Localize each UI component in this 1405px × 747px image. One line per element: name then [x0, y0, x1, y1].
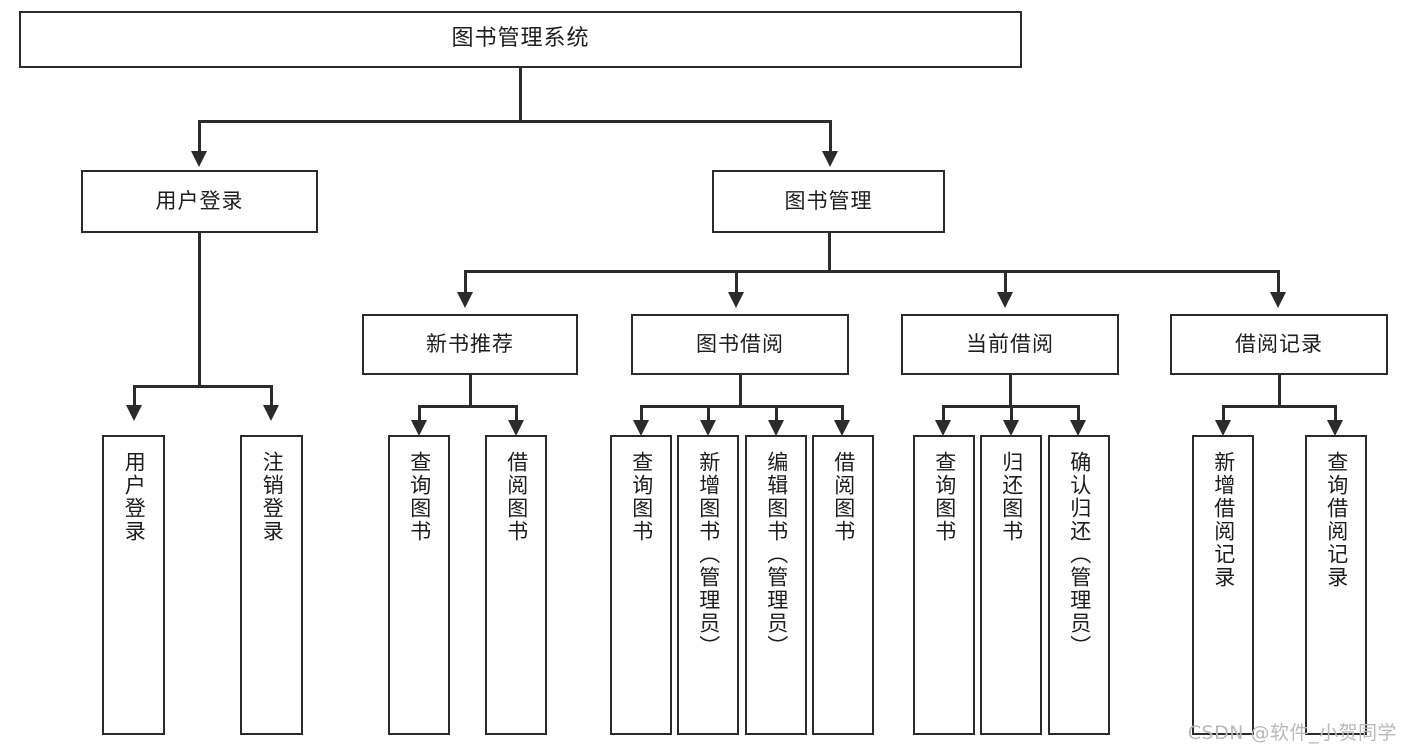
- node-book-manage-label: 图书管理: [784, 188, 873, 213]
- connector-drop-user-login: [198, 120, 201, 153]
- node-leaf-query-book-1[interactable]: 查询图书: [388, 435, 450, 735]
- node-leaf-borrow-book-2-label: 借阅图书: [831, 451, 856, 543]
- connector-current-borrow-bus: [942, 405, 1077, 408]
- node-leaf-query-book-2[interactable]: 查询图书: [610, 435, 672, 735]
- arrowhead-book-manage: [822, 151, 838, 167]
- node-leaf-confirm-return[interactable]: 确认归还（管理员）: [1048, 435, 1110, 735]
- watermark: CSDN @软件_小贺同学: [1187, 722, 1397, 744]
- connector-drop-leaf-user-login: [133, 385, 136, 407]
- arrowhead-query-record: [1327, 420, 1343, 436]
- node-leaf-query-record-label: 查询借阅记录: [1324, 451, 1349, 589]
- node-user-login[interactable]: 用户登录: [81, 170, 318, 233]
- node-leaf-add-record-label: 新增借阅记录: [1211, 451, 1236, 589]
- node-root-label: 图书管理系统: [451, 26, 590, 52]
- node-leaf-borrow-book-1[interactable]: 借阅图书: [485, 435, 547, 735]
- arrowhead-leaf-logout: [263, 405, 279, 421]
- connector-drop-leaf-logout: [270, 385, 273, 407]
- node-leaf-user-login[interactable]: 用户登录: [102, 435, 165, 735]
- connector-drop-return-book: [1010, 405, 1013, 425]
- connector-new-book-recommend-stem: [469, 375, 472, 405]
- connector-current-borrow-stem: [1009, 375, 1012, 405]
- connector-book-borrow-bus: [640, 405, 843, 408]
- arrowhead-query-book-1: [411, 420, 427, 436]
- arrowhead-add-record: [1215, 420, 1231, 436]
- node-book-borrow-label: 图书借阅: [696, 331, 784, 356]
- arrowhead-book-borrow: [728, 292, 744, 308]
- arrowhead-query-book-2: [633, 420, 649, 436]
- connector-drop-query-book-1: [418, 405, 421, 425]
- node-root[interactable]: 图书管理系统: [19, 11, 1022, 68]
- connector-new-book-recommend-bus: [418, 405, 517, 408]
- arrowhead-confirm-return: [1070, 420, 1086, 436]
- node-leaf-query-book-3[interactable]: 查询图书: [913, 435, 975, 735]
- node-current-borrow[interactable]: 当前借阅: [901, 314, 1119, 375]
- connector-borrow-record-bus: [1222, 405, 1336, 408]
- node-leaf-add-record[interactable]: 新增借阅记录: [1192, 435, 1254, 735]
- node-leaf-edit-book-label: 编辑图书（管理员）: [764, 451, 789, 658]
- arrowhead-leaf-user-login: [126, 405, 142, 421]
- connector-borrow-record-stem: [1278, 375, 1281, 405]
- connector-book-borrow-stem: [739, 375, 742, 405]
- connector-root-stem: [519, 68, 522, 120]
- node-leaf-confirm-return-label: 确认归还（管理员）: [1067, 451, 1092, 658]
- arrowhead-return-book: [1003, 420, 1019, 436]
- connector-drop-current-borrow: [1004, 270, 1007, 294]
- connector-drop-add-book: [707, 405, 710, 425]
- node-leaf-return-book-label: 归还图书: [999, 451, 1024, 543]
- connector-drop-query-book-3: [942, 405, 945, 425]
- node-book-borrow[interactable]: 图书借阅: [631, 314, 849, 375]
- arrowhead-current-borrow: [997, 292, 1013, 308]
- arrowhead-new-book-recommend: [457, 292, 473, 308]
- connector-drop-borrow-book-2: [841, 405, 844, 425]
- arrowhead-edit-book: [768, 420, 784, 436]
- arrowhead-borrow-book-2: [834, 420, 850, 436]
- node-leaf-logout[interactable]: 注销登录: [240, 435, 303, 735]
- node-leaf-logout-label: 注销登录: [260, 451, 285, 543]
- connector-drop-book-borrow: [735, 270, 738, 294]
- node-leaf-borrow-book-2[interactable]: 借阅图书: [812, 435, 874, 735]
- connector-drop-add-record: [1222, 405, 1225, 425]
- node-leaf-query-book-2-label: 查询图书: [629, 451, 654, 543]
- connector-user-login-bus: [133, 385, 272, 388]
- connector-drop-query-book-2: [640, 405, 643, 425]
- connector-drop-borrow-record: [1277, 270, 1280, 294]
- node-book-manage[interactable]: 图书管理: [712, 170, 945, 233]
- node-borrow-record-label: 借阅记录: [1235, 331, 1323, 356]
- node-leaf-user-login-label: 用户登录: [122, 451, 147, 543]
- node-leaf-return-book[interactable]: 归还图书: [980, 435, 1042, 735]
- node-user-login-label: 用户登录: [155, 188, 244, 213]
- connector-level3-bus: [464, 270, 1278, 273]
- connector-book-manage-stem: [828, 233, 831, 270]
- connector-user-login-stem: [198, 233, 201, 385]
- node-leaf-query-record[interactable]: 查询借阅记录: [1305, 435, 1367, 735]
- connector-drop-book-manage: [829, 120, 832, 153]
- arrowhead-borrow-book-1: [508, 420, 524, 436]
- arrowhead-borrow-record: [1270, 292, 1286, 308]
- node-leaf-query-book-3-label: 查询图书: [932, 451, 957, 543]
- node-leaf-add-book-label: 新增图书（管理员）: [696, 451, 721, 658]
- arrowhead-user-login: [191, 151, 207, 167]
- node-leaf-edit-book[interactable]: 编辑图书（管理员）: [745, 435, 807, 735]
- connector-level2-bus: [198, 120, 831, 123]
- arrowhead-query-book-3: [935, 420, 951, 436]
- connector-drop-edit-book: [775, 405, 778, 425]
- node-leaf-query-book-1-label: 查询图书: [407, 451, 432, 543]
- arrowhead-add-book: [700, 420, 716, 436]
- node-borrow-record[interactable]: 借阅记录: [1170, 314, 1388, 375]
- connector-drop-new-book-recommend: [464, 270, 467, 294]
- node-new-book-recommend-label: 新书推荐: [426, 331, 514, 356]
- node-leaf-borrow-book-1-label: 借阅图书: [504, 451, 529, 543]
- connector-drop-confirm-return: [1077, 405, 1080, 425]
- connector-drop-borrow-book-1: [515, 405, 518, 425]
- node-current-borrow-label: 当前借阅: [966, 331, 1054, 356]
- node-new-book-recommend[interactable]: 新书推荐: [362, 314, 578, 375]
- connector-drop-query-record: [1334, 405, 1337, 425]
- node-leaf-add-book[interactable]: 新增图书（管理员）: [677, 435, 739, 735]
